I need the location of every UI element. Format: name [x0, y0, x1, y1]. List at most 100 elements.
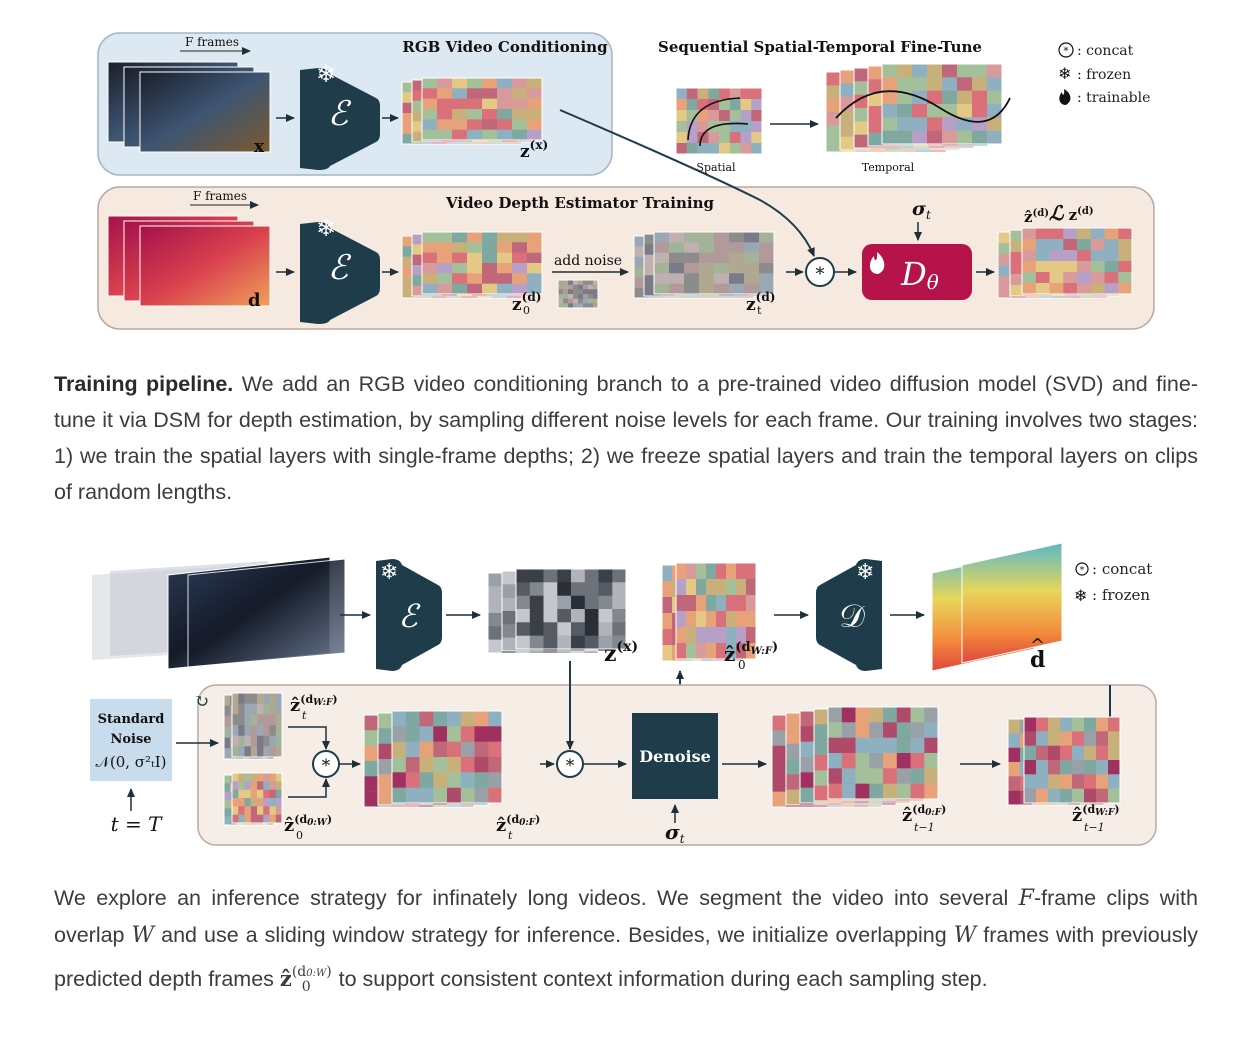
- latent-tile: [263, 703, 270, 715]
- latent-tile: [378, 774, 393, 790]
- latent-tile: [714, 252, 730, 264]
- temporal-latents: [825, 63, 1003, 153]
- latent-tile: [467, 263, 483, 274]
- latent-tile: [972, 77, 988, 91]
- latent-tile: [736, 611, 747, 628]
- latent-tile: [669, 283, 685, 295]
- latent-tile: [987, 104, 1003, 118]
- latent-tile: [482, 129, 498, 141]
- latent-tile: [244, 806, 251, 815]
- latent-tile: [896, 783, 911, 800]
- legend: * : concat ❄ : frozen : trainable: [1058, 42, 1150, 106]
- latent-tile: [402, 236, 418, 247]
- latent-tile: [1072, 745, 1085, 761]
- latent-tile: [405, 772, 420, 788]
- latent-tile: [814, 709, 829, 725]
- latent-tile: [238, 725, 245, 736]
- latent-tile: [676, 643, 687, 660]
- legend: * : concat ❄ : frozen: [1074, 560, 1152, 605]
- latent-tile: [676, 595, 687, 612]
- latent-tile: [1008, 790, 1021, 806]
- latent-tile: [1024, 788, 1037, 804]
- latent-tile: [759, 242, 775, 253]
- latent-tile: [269, 714, 276, 726]
- latent-tile: [224, 716, 231, 728]
- latent-tile: [957, 130, 973, 145]
- latent-tile: [814, 770, 829, 786]
- latent-tile: [840, 136, 856, 151]
- latent-tile: [855, 768, 870, 784]
- latent-tile: [726, 563, 737, 580]
- latent-tile: [584, 622, 599, 636]
- latent-tile: [593, 294, 599, 299]
- latent-tile: [250, 703, 258, 715]
- latent-tile: [573, 303, 579, 309]
- latent-tile: [238, 703, 245, 715]
- latent-tile: [568, 280, 574, 285]
- latent-tile: [746, 595, 757, 612]
- latent-tile: [402, 267, 418, 278]
- latent-tile: [482, 119, 498, 130]
- decoder-symbol: 𝒟: [839, 597, 865, 635]
- latent-tile: [1096, 774, 1109, 789]
- latent-tile: [1024, 717, 1037, 732]
- latent-tile: [275, 806, 283, 815]
- latent-tile: [736, 595, 747, 612]
- latent-tile: [1060, 774, 1073, 789]
- latent-tile: [488, 772, 503, 788]
- latent-tile: [1084, 774, 1097, 789]
- d-label: d: [248, 290, 261, 311]
- latent-tile: [419, 772, 434, 788]
- latent-tile: [452, 273, 468, 284]
- latent-tile: [244, 746, 251, 758]
- latent-tile: [224, 705, 231, 717]
- latent-tile: [882, 77, 898, 91]
- latent-tile: [588, 294, 594, 299]
- latent-tile: [828, 707, 843, 723]
- latent-tile: [422, 88, 438, 99]
- latent-tile: [1084, 717, 1097, 732]
- latent-tile: [684, 263, 700, 274]
- latent-tile: [855, 753, 870, 769]
- latent-tile: [1118, 239, 1133, 251]
- latent-tile: [882, 104, 898, 118]
- latent-tile: [1035, 272, 1050, 284]
- latent-tile: [708, 110, 720, 122]
- latent-tile: [402, 123, 418, 134]
- latent-frame-border: [675, 562, 757, 660]
- latent-tile: [662, 597, 673, 614]
- latent-tile: [751, 132, 763, 144]
- snowflake-icon: ❄: [316, 214, 336, 242]
- latent-tile: [238, 693, 245, 704]
- latent-tile: [275, 703, 283, 715]
- training-pipeline-figure: RGB Video Conditioning F frames x ❄ ℰ z(…: [97, 32, 1155, 330]
- latent-tile: [1010, 230, 1025, 242]
- latent-tile: [412, 131, 428, 143]
- latent-tile: [269, 781, 276, 790]
- latent-tile: [543, 595, 558, 610]
- loop-icon: ↻: [194, 691, 209, 712]
- latent-tile: [697, 110, 709, 122]
- latent-tile: [942, 130, 958, 145]
- latent-tile: [275, 693, 283, 704]
- latent-tile: [1024, 774, 1037, 789]
- latent-tile: [412, 121, 428, 132]
- latent-tile: [263, 773, 270, 782]
- svg-text:*: *: [322, 756, 331, 776]
- latent-tile: [583, 298, 589, 304]
- latent-tile: [706, 627, 717, 644]
- latent-tile: [942, 64, 958, 78]
- latent-tile: [257, 725, 264, 736]
- latent-tile: [1036, 731, 1049, 746]
- denoised-latents: [771, 706, 939, 808]
- latent-tile: [392, 787, 407, 804]
- latent-tile: [759, 232, 775, 243]
- latent-tile: [250, 806, 258, 815]
- latent-tile: [467, 242, 483, 253]
- latent-tile: [275, 714, 283, 726]
- latent-tile: [729, 143, 741, 155]
- latent-tile: [593, 298, 599, 304]
- latent-tile: [516, 635, 531, 650]
- latent-tile: [364, 745, 379, 762]
- latent-tile: [512, 232, 528, 243]
